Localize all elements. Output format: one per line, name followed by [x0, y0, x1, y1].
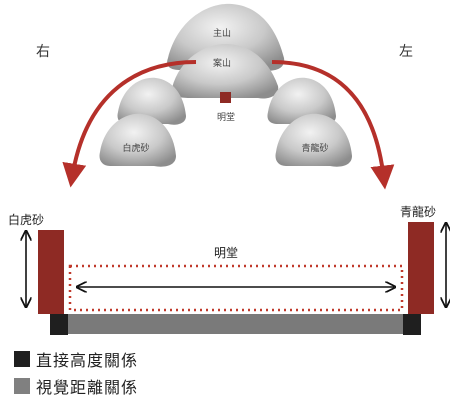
- wall-dragon: [408, 222, 434, 314]
- label-dragon-mountain: 青龍砂: [301, 142, 328, 154]
- hall-label: 明堂: [214, 246, 238, 260]
- mountain-guest: [171, 44, 279, 99]
- arrow-to-dragon: [271, 60, 395, 190]
- legend-visual-distance: 視覺距離關係: [14, 374, 138, 398]
- direction-left: 左: [399, 44, 413, 60]
- label-hall-marker: 明堂: [217, 111, 235, 123]
- hall-dotted-box: [68, 264, 404, 312]
- legend-swatch-dark: [14, 351, 30, 367]
- legend-direct-height: 直接高度關係: [14, 347, 138, 371]
- mountain-tiger: [99, 113, 176, 167]
- post-right: [403, 314, 421, 335]
- wall-tiger: [38, 230, 64, 314]
- legend-label-visual-distance: 視覺距離關係: [36, 378, 139, 397]
- mountain-dragon: [275, 113, 352, 167]
- wall-label-tiger: 白虎砂: [8, 212, 44, 227]
- legend-swatch-gray: [14, 378, 30, 394]
- arrow-to-tiger: [62, 60, 197, 188]
- label-tiger-mountain: 白虎砂: [122, 142, 149, 154]
- legend-label-direct-height: 直接高度關係: [36, 351, 139, 370]
- label-main-mountain: 主山: [213, 27, 231, 39]
- label-guest-mountain: 案山: [213, 57, 231, 69]
- ground-base: [54, 314, 404, 334]
- wall-label-dragon: 青龍砂: [400, 204, 436, 219]
- post-left: [50, 314, 68, 335]
- hall-marker: [220, 92, 231, 103]
- mountain-tiger-upper: [117, 77, 186, 125]
- direction-right: 右: [36, 44, 50, 60]
- mountain-dragon-upper: [267, 77, 336, 125]
